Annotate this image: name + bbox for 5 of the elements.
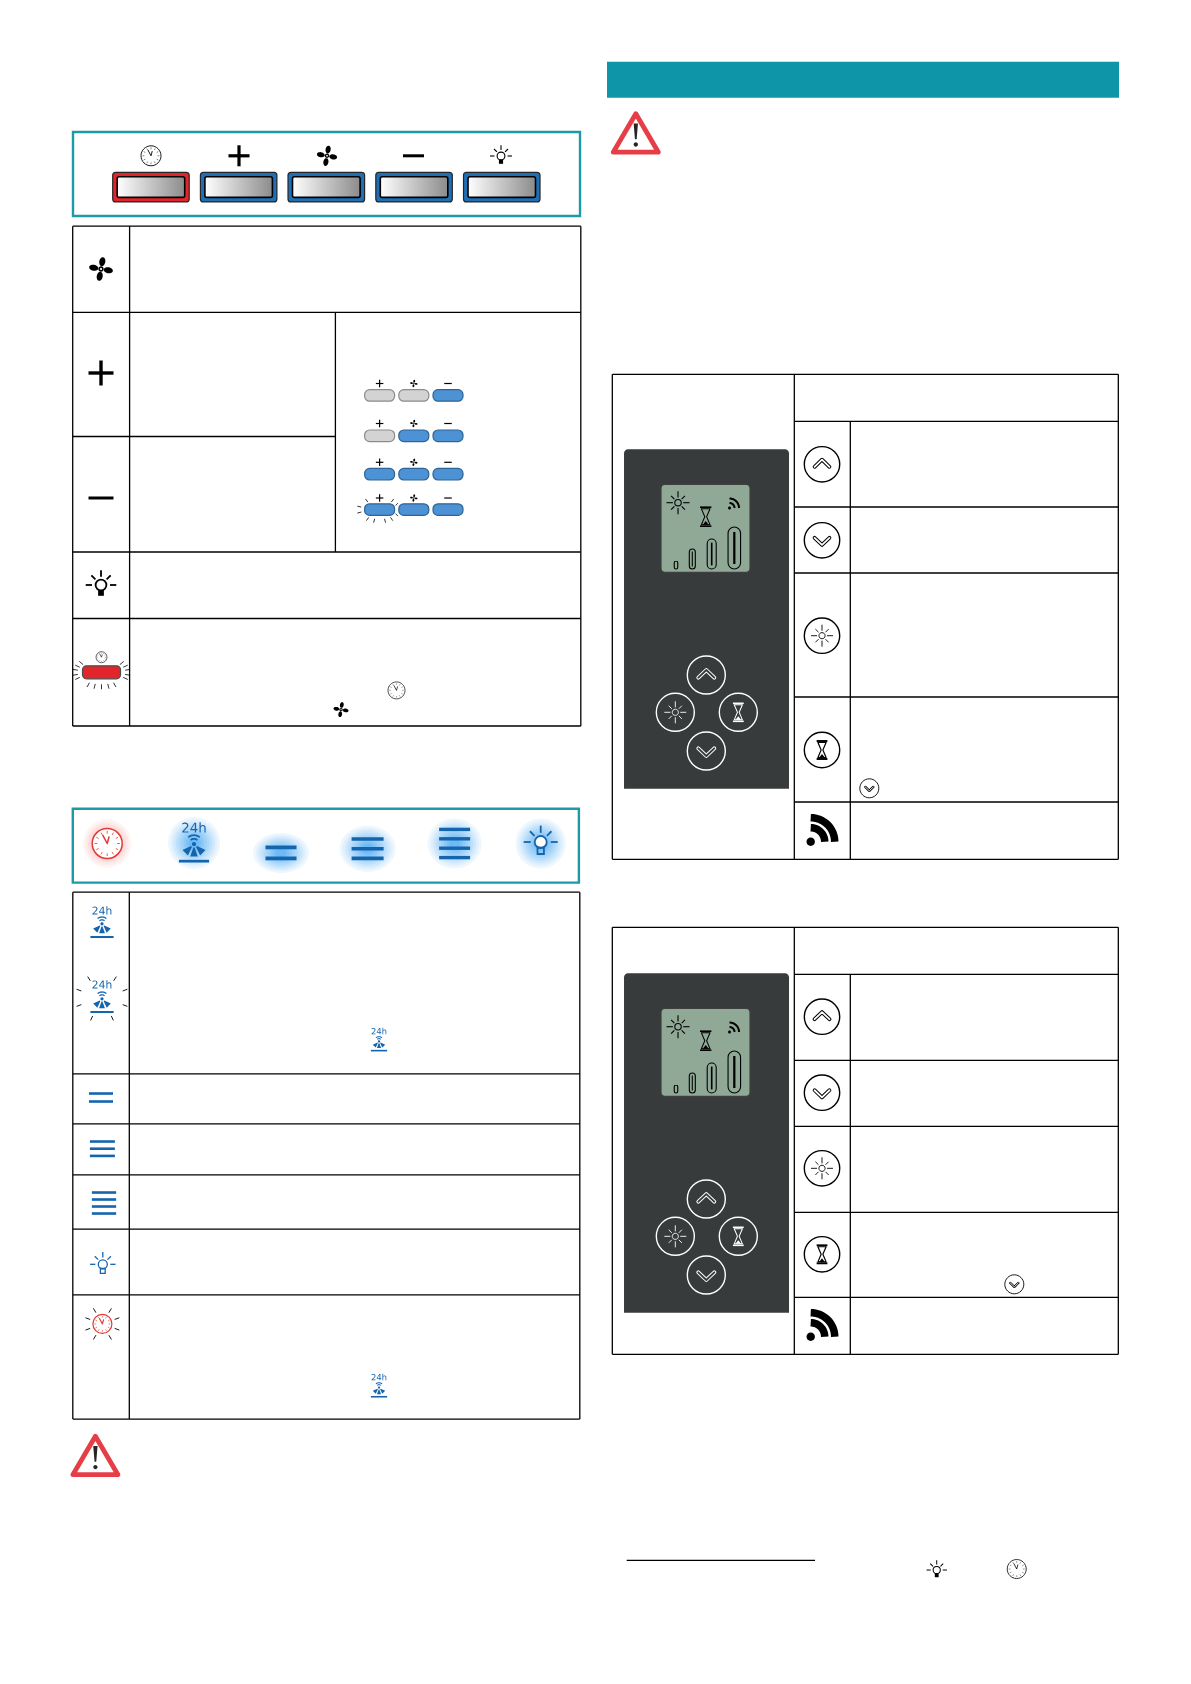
icon-label: 24h — [371, 1027, 387, 1035]
icon-label: 24h — [182, 822, 206, 833]
icon-label: 24h — [92, 980, 112, 989]
icon-label: 24h — [92, 906, 112, 915]
icon-label: 24h — [371, 1373, 387, 1381]
